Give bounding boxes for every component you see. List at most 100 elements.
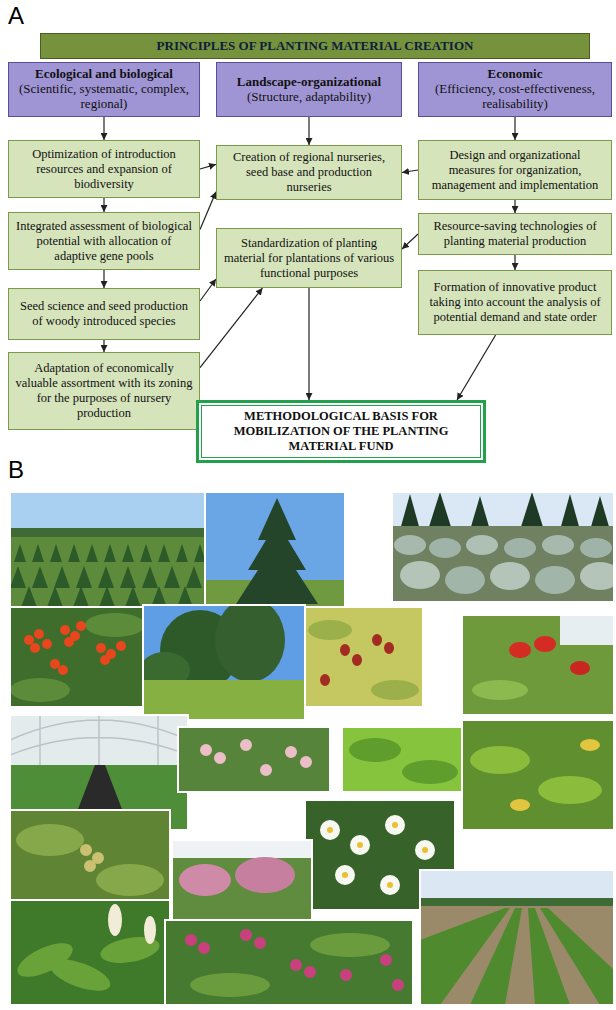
sky bbox=[205, 492, 345, 607]
arrow-connector bbox=[103, 270, 104, 288]
principle-box: Economic(Efficiency, cost-effectiveness,… bbox=[418, 62, 612, 117]
sky bbox=[172, 840, 312, 858]
leaf bbox=[470, 746, 530, 774]
process-box: Adaptation of economically valuable asso… bbox=[8, 352, 200, 430]
process-box: Integrated assessment of biological pote… bbox=[8, 212, 200, 270]
box-text: Landscape-organizational bbox=[237, 75, 381, 90]
rose-hip bbox=[509, 642, 531, 658]
photo-pink-flowers bbox=[178, 727, 330, 792]
flowering-shrub bbox=[179, 864, 231, 896]
juniper bbox=[542, 535, 574, 555]
principle-box: Landscape-organizational(Structure, adap… bbox=[216, 62, 402, 117]
photo-green-leaves bbox=[342, 727, 467, 792]
process-box: Formation of innovative product taking i… bbox=[418, 270, 612, 335]
box-text: Adaptation of economically valuable asso… bbox=[15, 361, 193, 421]
foliage bbox=[462, 615, 614, 715]
box-subtext: (Efficiency, cost-effectiveness, realisa… bbox=[425, 82, 605, 112]
photo-frame bbox=[10, 900, 170, 1005]
greenhouse-frame bbox=[10, 715, 188, 765]
arrow-connector bbox=[103, 340, 104, 352]
arrow-connector bbox=[103, 198, 104, 212]
leaf bbox=[371, 680, 419, 700]
juniper bbox=[429, 538, 461, 558]
photo-frame bbox=[205, 492, 345, 607]
leaf bbox=[96, 864, 164, 896]
juniper bbox=[394, 535, 426, 555]
yellow-leaf bbox=[510, 799, 530, 811]
juniper bbox=[466, 535, 498, 555]
photo-frame bbox=[143, 605, 305, 720]
berry-clusters bbox=[24, 621, 126, 675]
foliage bbox=[342, 727, 467, 792]
yellow-leaf bbox=[580, 739, 600, 751]
leaf bbox=[308, 620, 352, 640]
juniper bbox=[535, 566, 575, 594]
leaf bbox=[349, 738, 401, 762]
arrow-connector bbox=[514, 117, 515, 140]
box-subtext: (Structure, adaptability) bbox=[247, 90, 371, 105]
process-box: Seed science and seed production of wood… bbox=[8, 288, 200, 340]
leaf bbox=[310, 933, 390, 957]
photo-conifer bbox=[205, 492, 345, 607]
photo-frame bbox=[462, 615, 614, 715]
photo-frame bbox=[420, 870, 614, 1005]
berries bbox=[320, 634, 394, 686]
conifer-seedlings bbox=[10, 544, 205, 607]
box-text: Standardization of planting material for… bbox=[223, 236, 395, 281]
box-text: PRINCIPLES OF PLANTING MATERIAL CREATION bbox=[157, 38, 474, 54]
arrow-connector bbox=[103, 117, 104, 140]
juniper bbox=[580, 562, 614, 590]
box-text: Integrated assessment of biological pote… bbox=[15, 219, 193, 264]
process-box: Optimization of introduction resources a… bbox=[8, 140, 200, 198]
box-text: Creation of regional nurseries, seed bas… bbox=[223, 150, 395, 195]
juniper bbox=[580, 538, 612, 558]
principle-box: Ecological and biological(Scientific, sy… bbox=[8, 62, 200, 117]
arrow-connector bbox=[402, 170, 418, 173]
tree-crown bbox=[215, 605, 285, 682]
fruits bbox=[80, 844, 104, 872]
arrow-connector bbox=[514, 200, 515, 213]
juniper bbox=[490, 562, 530, 590]
foliage bbox=[305, 607, 423, 707]
flowers bbox=[200, 739, 312, 776]
box-text: METHODOLOGICAL BASIS FOR MOBILIZATION OF… bbox=[209, 409, 473, 454]
juniper bbox=[445, 566, 485, 594]
photo-pink-shrubs bbox=[172, 840, 312, 920]
process-box: Resource-saving technologies of planting… bbox=[418, 213, 612, 255]
foliage bbox=[172, 840, 312, 920]
rose-hip bbox=[534, 636, 556, 652]
arrow-connector bbox=[308, 288, 309, 400]
flower-spike bbox=[108, 904, 122, 936]
flowers bbox=[185, 929, 404, 991]
ground bbox=[392, 526, 614, 602]
foliage bbox=[165, 920, 413, 1005]
leaf bbox=[538, 776, 602, 804]
arrow-connector bbox=[200, 192, 216, 230]
result-box: METHODOLOGICAL BASIS FOR MOBILIZATION OF… bbox=[196, 400, 486, 463]
soil bbox=[420, 906, 614, 1005]
photo-frame bbox=[178, 727, 330, 792]
photo-magenta-flowers bbox=[165, 920, 413, 1005]
process-box: Creation of regional nurseries, seed bas… bbox=[216, 145, 402, 200]
photo-trees-meadow bbox=[143, 605, 305, 720]
photo-frame bbox=[172, 840, 312, 920]
arrow-connector bbox=[308, 117, 309, 145]
sky bbox=[560, 615, 614, 645]
leaf bbox=[10, 678, 70, 702]
photo-frame bbox=[165, 920, 413, 1005]
leaf bbox=[16, 824, 84, 856]
box-text: Optimization of introduction resources a… bbox=[15, 147, 193, 192]
box-text: Economic bbox=[488, 67, 543, 82]
flowering-shrub bbox=[235, 857, 295, 893]
photo-yellow-leaves bbox=[305, 607, 423, 707]
photo-frame bbox=[10, 492, 205, 607]
photo-frame bbox=[392, 492, 614, 602]
box-text: Ecological and biological bbox=[35, 67, 173, 82]
leaf bbox=[190, 973, 270, 997]
panel-letter: B bbox=[8, 458, 24, 482]
photo-frame bbox=[10, 607, 145, 707]
leaf bbox=[472, 680, 528, 700]
photo-junipers bbox=[392, 492, 614, 602]
